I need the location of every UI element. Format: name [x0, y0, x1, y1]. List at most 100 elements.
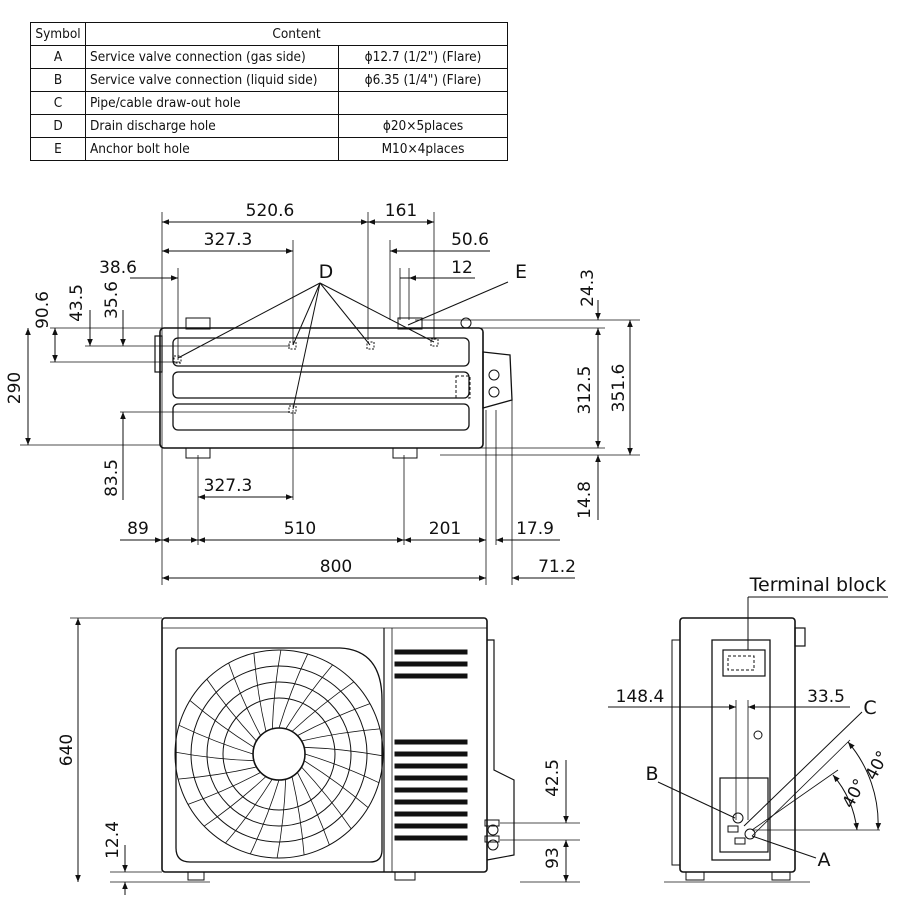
louvre-slat: [394, 739, 468, 745]
label-a: A: [818, 849, 831, 871]
header-content: Content: [85, 22, 508, 46]
dim-text: 71.2: [538, 557, 576, 577]
dim-text: 33.5: [807, 687, 845, 707]
louvre-slat: [394, 661, 468, 667]
dim-text: 161: [385, 201, 417, 221]
fan-spoke: [304, 746, 384, 757]
dim-text: 89: [127, 519, 149, 539]
fan-ring: [174, 649, 384, 859]
valve-circle: [488, 386, 500, 398]
louvre-slat: [394, 751, 468, 757]
leader-d: [319, 282, 435, 343]
drain-hole: [173, 355, 182, 364]
dim-text: 42.5: [543, 759, 563, 797]
leader-e: [407, 281, 509, 326]
top-view-panel-1: [172, 337, 470, 367]
dim-text: 50.6: [451, 230, 489, 250]
dim-text: 38.6: [99, 258, 137, 278]
fan-spoke: [291, 681, 355, 732]
front-view-body: [161, 617, 488, 873]
top-view-terminal: [455, 375, 471, 399]
louvre-slat: [394, 811, 468, 817]
side-view: [608, 596, 888, 883]
dim-text: 640: [57, 734, 77, 766]
fan-spoke: [178, 766, 257, 780]
fan-spoke: [178, 724, 254, 755]
dim-text: 90.6: [33, 291, 53, 329]
fan-spoke: [304, 753, 380, 784]
louvre-slat: [394, 649, 468, 655]
front-view-louvres: [394, 649, 468, 841]
leader-c: [743, 711, 863, 827]
row-size: ϕ12.7 (1/2") (Flare): [338, 45, 508, 69]
top-view: [20, 212, 640, 585]
fan-spoke: [206, 678, 257, 742]
side-view-panel: [711, 639, 771, 861]
fan-spoke: [278, 653, 309, 729]
dim-text: 290: [5, 372, 25, 404]
label-b: B: [645, 763, 658, 785]
dim-text: 40°: [862, 748, 894, 784]
front-view-dimensions: 640 12.4 42.5 93: [57, 734, 563, 869]
leader-d: [292, 282, 321, 346]
drain-hole: [288, 341, 297, 350]
leader-d: [177, 282, 321, 359]
leader-a: [751, 835, 817, 859]
fan-spoke: [285, 664, 333, 730]
dim-text: 40°: [839, 776, 871, 812]
fan-spoke: [276, 779, 287, 859]
row-size: M10×4places: [338, 137, 508, 161]
top-view-valve-housing: [482, 351, 513, 409]
top-view-side-tab: [154, 335, 163, 373]
foot-top-left: [185, 317, 211, 330]
louvre-slat: [394, 823, 468, 829]
fan-spoke: [297, 703, 371, 736]
dim-text: 24.3: [578, 269, 598, 307]
top-view-panel-3: [172, 403, 470, 431]
table-row: C Pipe/cable draw-out hole: [30, 91, 508, 115]
dim-text: 351.6: [609, 364, 629, 413]
fan-spoke: [249, 779, 280, 855]
dim-text: 312.5: [575, 366, 595, 415]
foot-bottom-right: [392, 447, 418, 459]
row-size: [338, 91, 508, 115]
label-e: E: [515, 261, 527, 283]
row-content: Anchor bolt hole: [85, 137, 339, 161]
fan-spoke: [174, 751, 254, 762]
dim-text: 35.6: [102, 281, 122, 319]
top-view-panel-2: [172, 371, 470, 399]
leader-d: [292, 282, 321, 410]
fan-spoke: [271, 649, 282, 729]
valve-circle: [488, 369, 500, 381]
label-d: D: [319, 261, 334, 283]
leader-d: [319, 282, 371, 346]
dim-text: 327.3: [204, 476, 253, 496]
table-header-row: Symbol Content: [30, 22, 508, 46]
fan-ring: [190, 665, 368, 843]
dim-text: 93: [543, 847, 563, 869]
fan-guard: [174, 647, 384, 863]
spec-table: Symbol Content A Service valve connectio…: [30, 22, 508, 161]
terminal-block-dashed: [727, 655, 755, 671]
fan-spoke: [228, 662, 261, 736]
row-size: ϕ20×5places: [338, 114, 508, 138]
fan-spoke: [225, 778, 273, 844]
drain-hole: [366, 341, 375, 350]
dim-text: 520.6: [246, 201, 295, 221]
dim-text: 148.4: [616, 687, 665, 707]
top-cap: [460, 317, 472, 329]
fan-spoke: [303, 760, 369, 808]
terminal-block-box: [722, 649, 766, 677]
drain-hole: [430, 338, 439, 347]
dim-text: 201: [429, 519, 461, 539]
fan-ring: [206, 681, 352, 827]
drain-hole: [288, 405, 297, 414]
fan-spoke: [187, 772, 261, 805]
fan-spoke: [301, 766, 352, 830]
fan-spoke: [189, 700, 255, 748]
label-c: C: [863, 697, 876, 719]
fan-ring: [222, 697, 336, 811]
fan-spoke: [253, 653, 267, 732]
row-symbol: E: [30, 137, 86, 161]
